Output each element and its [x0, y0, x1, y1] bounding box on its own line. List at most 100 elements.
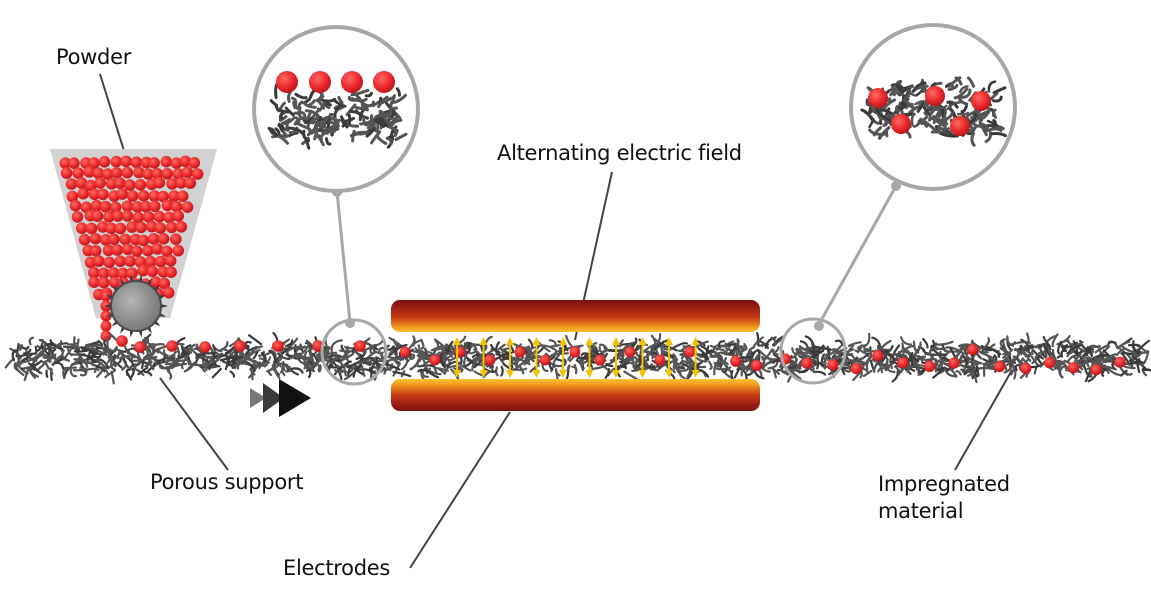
powder-particle — [98, 156, 111, 168]
web-fiber — [924, 352, 934, 358]
web-fiber — [141, 359, 145, 370]
web-fiber — [966, 362, 981, 373]
web-fiber — [853, 359, 862, 364]
zoom-fiber — [287, 131, 299, 138]
web-fiber — [1083, 366, 1091, 378]
powder-particle — [162, 286, 175, 299]
powder-particle — [179, 155, 192, 168]
powder-particle — [153, 176, 166, 189]
powder-particle — [188, 157, 201, 169]
web-fiber — [955, 370, 962, 376]
web-fiber — [11, 349, 17, 362]
powder-particle — [133, 166, 145, 179]
powder-particle — [130, 156, 143, 169]
web-fiber — [344, 345, 349, 357]
powder-particle — [117, 267, 129, 280]
zoom-fiber — [923, 104, 933, 115]
web-fiber — [756, 354, 761, 361]
callout-connectors — [335, 185, 898, 327]
electrode-top — [391, 300, 760, 332]
web-fiber — [280, 346, 292, 356]
web-fiber — [285, 368, 293, 373]
web-fiber — [71, 356, 81, 366]
web-fiber — [901, 346, 912, 355]
web-fiber — [1061, 344, 1069, 351]
powder-particle — [112, 210, 124, 222]
web-fiber — [69, 368, 77, 378]
zoom-fiber — [307, 99, 316, 107]
surface-particle — [166, 340, 178, 352]
web-fiber — [245, 360, 256, 372]
web-fiber — [260, 352, 267, 362]
zoom-fiber — [937, 124, 942, 135]
surface-particle — [234, 340, 246, 352]
powder-particle — [105, 178, 118, 190]
web-fiber — [955, 348, 963, 358]
web-fiber — [383, 368, 387, 375]
zoom-fiber — [915, 84, 929, 90]
zoom-fiber — [893, 105, 901, 115]
impregnated-particle — [827, 359, 839, 371]
web-fiber — [417, 344, 421, 357]
powder-particle — [170, 233, 182, 245]
zoom-fiber — [310, 107, 320, 120]
web-fiber — [64, 347, 73, 359]
web-fiber — [1024, 345, 1043, 348]
impregnated-particle — [730, 355, 742, 367]
zoom-fiber — [932, 111, 940, 125]
powder-particle — [94, 177, 106, 189]
powder-particle — [88, 188, 101, 201]
web-fiber — [1135, 351, 1144, 358]
zoom-fiber — [278, 108, 291, 114]
impregnated-particle — [850, 363, 863, 375]
web-fiber — [130, 367, 145, 376]
feed-roller-body — [110, 280, 162, 332]
web-fiber — [232, 360, 239, 368]
surface-particle — [272, 340, 284, 352]
powder-particle — [172, 244, 184, 257]
web-fiber — [548, 339, 557, 346]
web-fiber — [453, 344, 464, 351]
powder-particle — [172, 210, 184, 222]
field-arrow-head-down — [691, 370, 700, 378]
web-fiber — [626, 358, 635, 364]
impregnated-particle — [1090, 364, 1102, 376]
web-fiber — [714, 366, 732, 371]
web-fiber — [84, 343, 104, 348]
web-fiber — [34, 349, 45, 362]
powder-particle — [134, 256, 147, 268]
web-fiber — [605, 362, 614, 368]
powder-particle — [184, 177, 197, 189]
powder-particle — [154, 255, 167, 268]
web-fiber — [146, 361, 155, 371]
web-fiber — [654, 333, 662, 348]
web-fiber — [928, 346, 936, 355]
zoom-left-fibers — [267, 83, 408, 150]
web-fiber — [649, 365, 659, 371]
web-fiber — [879, 339, 892, 352]
web-fiber — [884, 356, 889, 368]
web-fiber — [1013, 367, 1017, 380]
web-fiber — [438, 367, 450, 372]
web-fiber — [538, 344, 555, 351]
powder-particle — [98, 276, 110, 289]
web-fiber — [483, 335, 493, 349]
zoom-fiber — [373, 117, 386, 128]
field-arrow-head-up — [612, 337, 620, 345]
web-fiber — [758, 350, 772, 361]
zoom-fiber-overlay — [912, 81, 927, 93]
web-fiber — [710, 344, 725, 352]
web-fiber — [813, 345, 832, 351]
zoom-fiber — [318, 101, 326, 112]
web-fiber — [329, 356, 343, 365]
zoom-particle — [341, 71, 363, 93]
label-impregnated-material: Impregnated material — [878, 471, 1010, 526]
powder-particle — [121, 200, 134, 212]
web-fiber — [525, 349, 530, 360]
web-fiber — [78, 361, 87, 374]
powder-particle — [85, 222, 98, 235]
web-fiber — [73, 336, 78, 348]
web-fiber — [1044, 335, 1056, 346]
web-fiber — [529, 349, 535, 363]
web-fiber — [1074, 352, 1082, 363]
